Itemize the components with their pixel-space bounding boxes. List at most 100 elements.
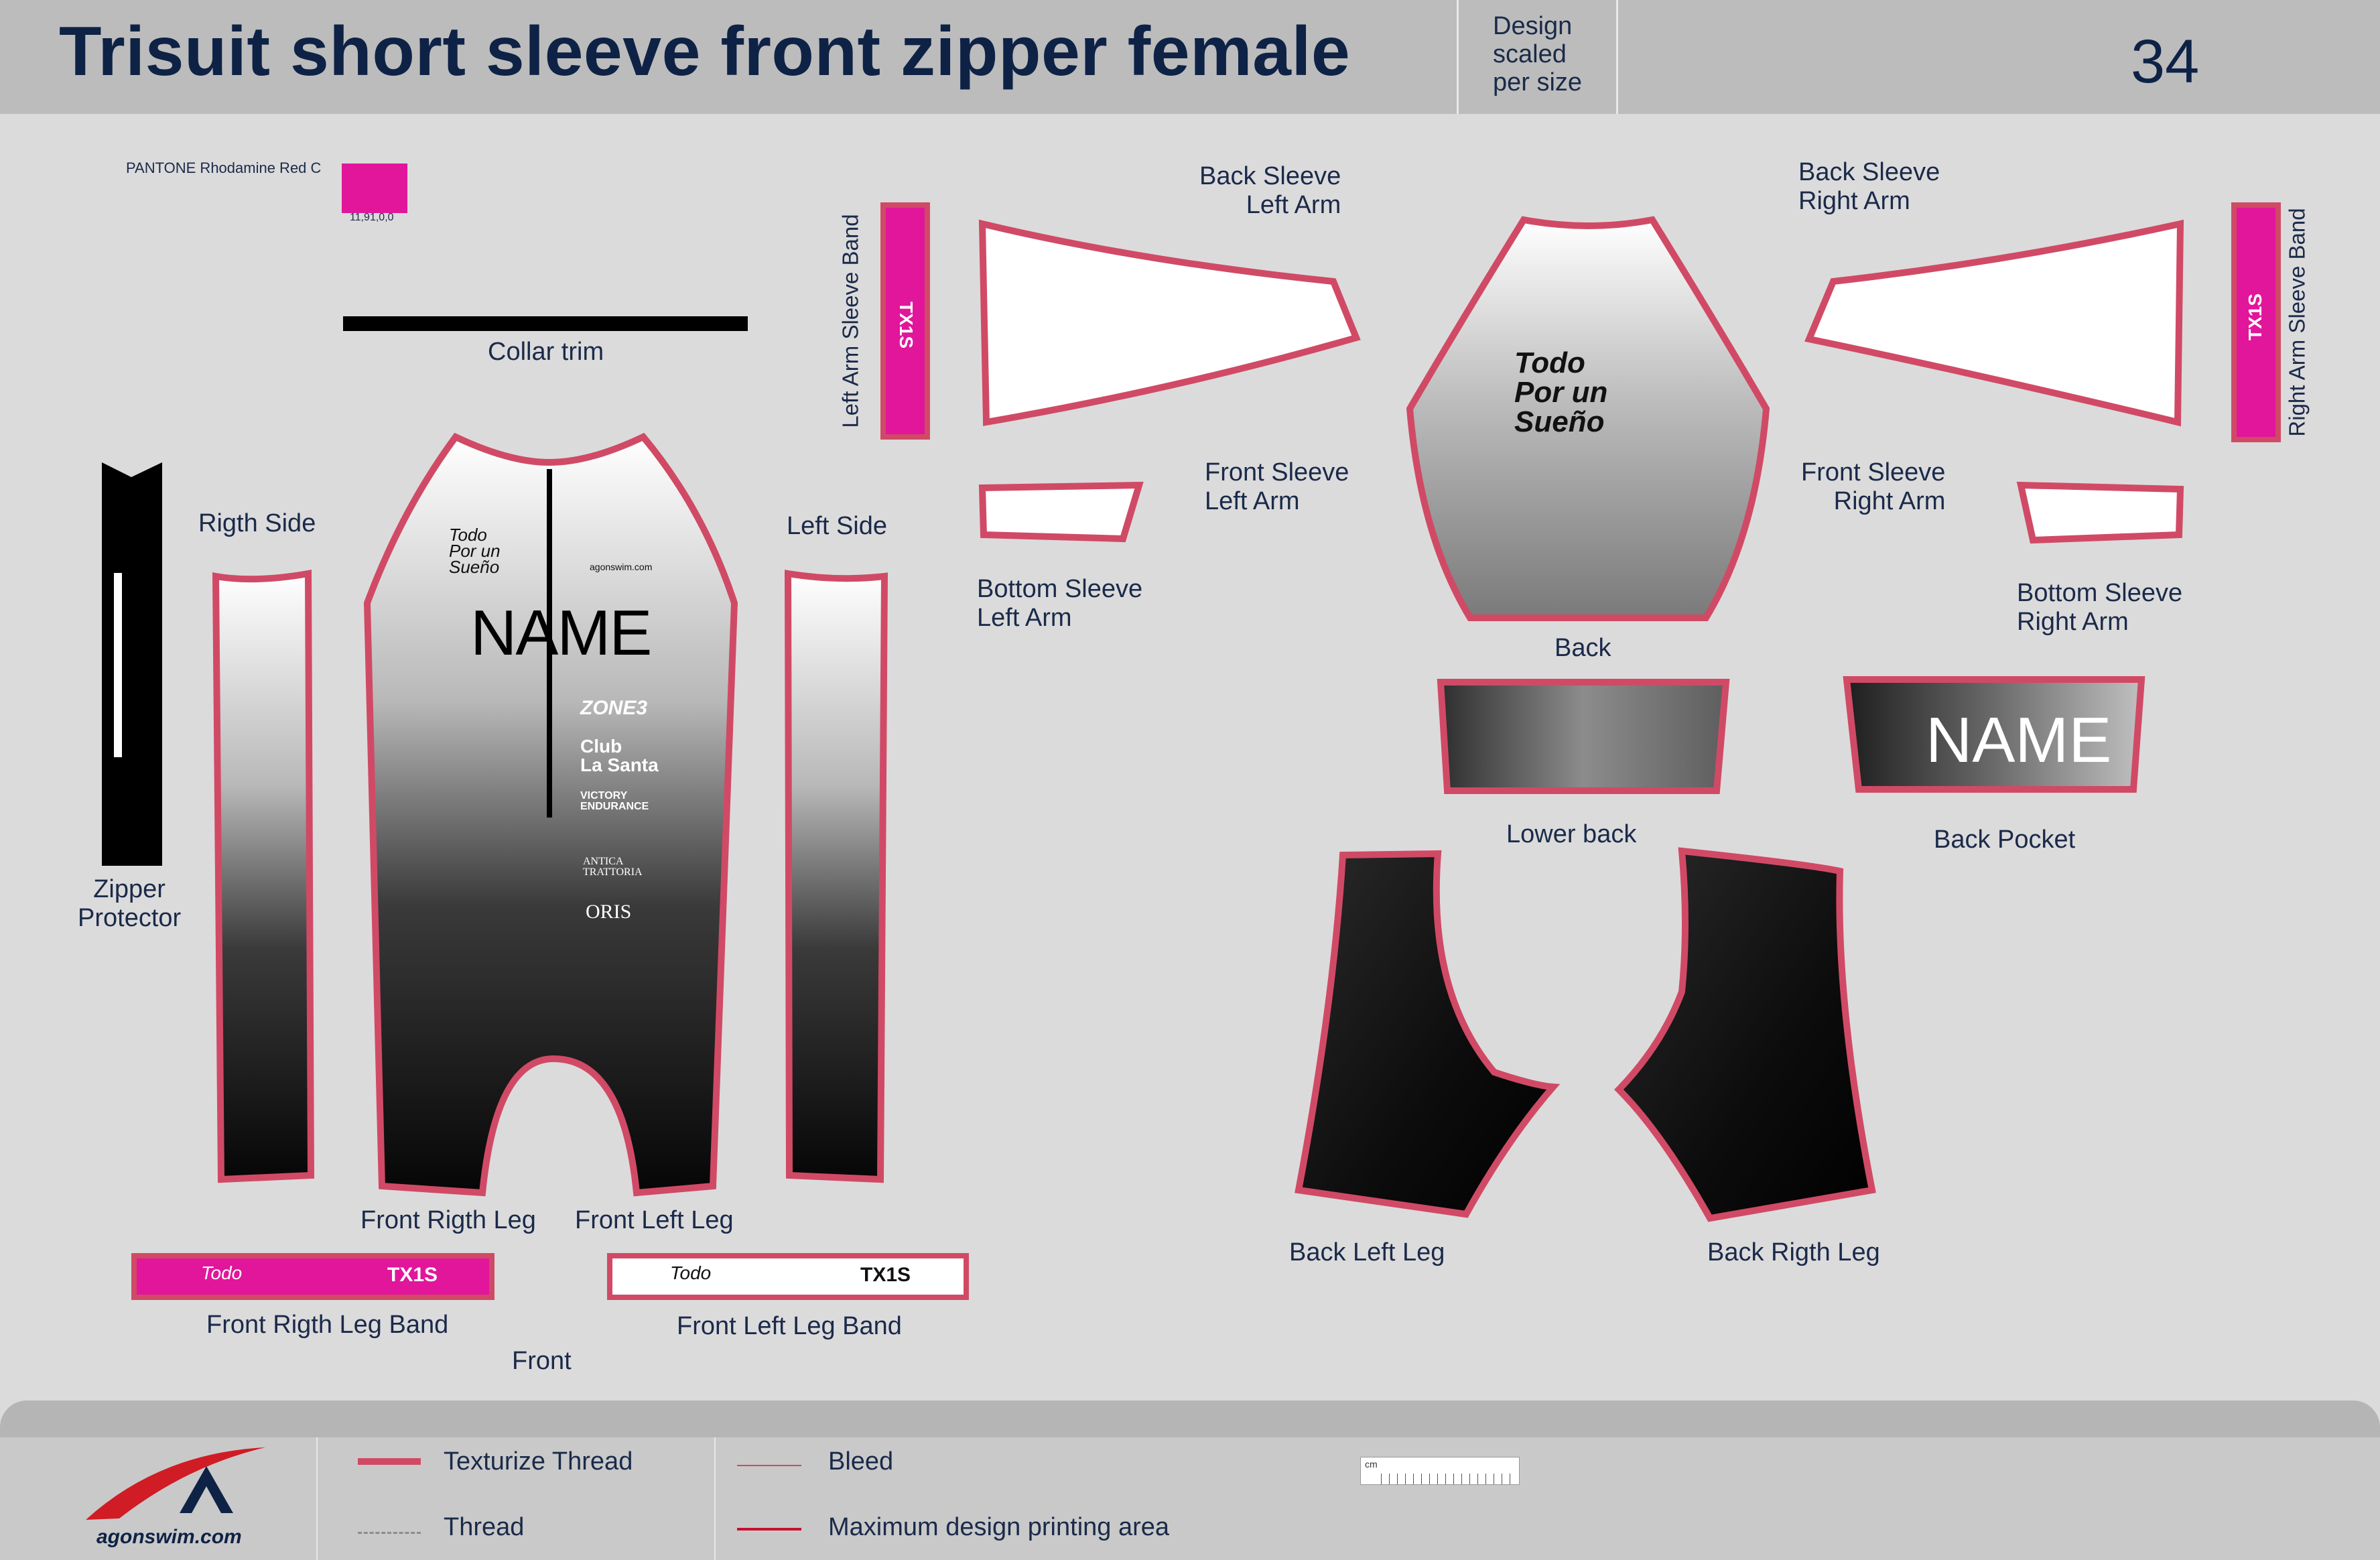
left-arm-sleeve-band [880,202,930,440]
front-right-leg-band [131,1253,494,1300]
label-right-side: Rigth Side [198,509,316,537]
front-name: NAME [470,597,652,669]
sponsor-victory: VICTORY ENDURANCE [580,791,649,812]
label-line: Front Sleeve [1205,458,1349,486]
slogan-line: Todo [449,525,487,545]
design-note-line: Design [1493,12,1573,40]
label-front-right-leg-band: Front Rigth Leg Band [206,1311,449,1339]
label-line: Bottom Sleeve [977,575,1143,603]
ruler-ticks [1381,1474,1515,1484]
front-zipper [547,469,552,818]
front-sleeve-right-arm [2016,481,2184,544]
label-line: Left Arm [977,604,1072,632]
label-line: Back Sleeve [1798,158,1940,186]
slogan-line: Todo [1514,346,1585,379]
label-line: Zipper [93,875,166,903]
right-side-panel [212,570,315,1183]
front-slogan-logo: Todo Por un Sueño [449,525,501,577]
sponsor-oris: ORIS [586,901,632,923]
legend-texturize-thread: Texturize Thread [444,1447,633,1476]
left-side-panel [784,570,888,1183]
front-left-leg-band [607,1253,969,1300]
label-line: Left Arm [1246,191,1341,219]
sponsor-victory-line: VICTORY [580,790,628,801]
header-divider [1457,0,1459,114]
pantone-cmyk: 11,91,0,0 [350,212,394,223]
left-leg-band-slogan: Todo [670,1262,712,1283]
thread-swatch [358,1532,421,1534]
legend-bleed: Bleed [828,1447,894,1476]
back-right-leg-panel [1613,847,1876,1222]
label-back-right-leg: Back Rigth Leg [1707,1238,1880,1266]
label-collar-trim: Collar trim [488,338,604,366]
right-leg-band-code: TX1S [387,1264,438,1286]
front-sleeve-left-arm [978,481,1144,543]
right-leg-band-slogan: Todo [201,1262,243,1283]
label-bottom-sleeve-right-arm: Bottom Sleeve Right Arm [2017,579,2182,637]
label-line: Protector [78,904,182,932]
page-title: Trisuit short sleeve front zipper female [59,13,1351,90]
label-right-arm-sleeve-band: Right Arm Sleeve Band [2284,208,2310,437]
sponsor-zone3: ZONE3 [580,697,648,719]
label-front-sleeve-right-arm: Front Sleeve Right Arm [1801,458,1945,516]
label-front-sleeve-left-arm: Front Sleeve Left Arm [1205,458,1349,516]
label-front-left-leg-band: Front Left Leg Band [677,1312,902,1340]
footer-divider [316,1437,318,1560]
label-line: Back Sleeve [1199,162,1341,190]
left-sleeve-band-code: TX1S [896,302,917,349]
label-back-sleeve-right-arm: Back Sleeve Right Arm [1798,158,1940,216]
design-note-line: scaled [1493,40,1567,68]
slogan-line: Sueño [1514,405,1605,438]
front-agon-logo: agonswim.com [590,562,653,572]
page-number: 34 [2131,27,2200,96]
pocket-name: NAME [1926,704,2112,776]
label-back-pocket: Back Pocket [1934,826,2076,854]
label-line: Front Sleeve [1801,458,1946,486]
right-arm-sleeve-band [2231,202,2281,442]
slogan-line: Sueño [449,557,500,577]
design-note-line: per size [1493,68,1583,96]
bleed-swatch [737,1465,801,1466]
back-sleeve-right-arm [1804,219,2184,427]
label-back: Back [1555,634,1611,662]
label-bottom-sleeve-left-arm: Bottom Sleeve Left Arm [977,575,1142,633]
label-line: Right Arm [2017,608,2129,636]
agonswim-logo: agonswim.com [79,1439,280,1553]
label-front-left-leg: Front Left Leg [575,1206,734,1234]
legend-max-print-area: Maximum design printing area [828,1513,1170,1541]
texturize-thread-swatch [358,1458,421,1465]
scale-ruler: cm [1360,1457,1520,1485]
legend-thread: Thread [444,1513,525,1541]
design-note: Design scaled per size [1493,12,1582,96]
sponsor-club-line: La Santa [580,755,659,775]
label-lower-back: Lower back [1506,820,1637,848]
agonswim-logo-text: agonswim.com [96,1526,242,1548]
label-zipper-protector: Zipper Protector [78,875,181,933]
zipper-protector [102,462,162,866]
zipper-protector-line [114,573,122,757]
sponsor-club-line: Club [580,736,622,757]
slogan-line: Por un [449,541,501,561]
max-print-area-swatch [737,1528,801,1531]
sponsor-club-la-santa: Club La Santa [580,737,659,775]
pantone-name: PANTONE Rhodamine Red C [126,159,322,176]
lower-back-panel [1437,679,1730,794]
right-sleeve-band-code: TX1S [2245,293,2265,340]
label-line: Right Arm [1833,487,1946,515]
agonswim-logo-mark [86,1447,265,1520]
back-panel [1406,216,1770,621]
label-left-arm-sleeve-band: Left Arm Sleeve Band [838,214,863,428]
slogan-line: Por un [1514,376,1608,409]
label-front-right-leg: Front Rigth Leg [360,1206,536,1234]
sponsor-trattoria-line: ANTICA [583,856,624,867]
header-bar [0,0,2380,114]
footer-divider [714,1437,716,1560]
label-line: Left Arm [1205,487,1300,515]
label-back-left-leg: Back Left Leg [1289,1238,1445,1266]
footer-legend-area [0,1437,2380,1560]
ruler-unit: cm [1365,1459,1378,1470]
left-leg-band-code: TX1S [860,1264,911,1286]
back-pocket-panel [1843,676,2145,793]
label-front: Front [512,1347,572,1375]
label-back-sleeve-left-arm: Back Sleeve Left Arm [1199,162,1341,220]
